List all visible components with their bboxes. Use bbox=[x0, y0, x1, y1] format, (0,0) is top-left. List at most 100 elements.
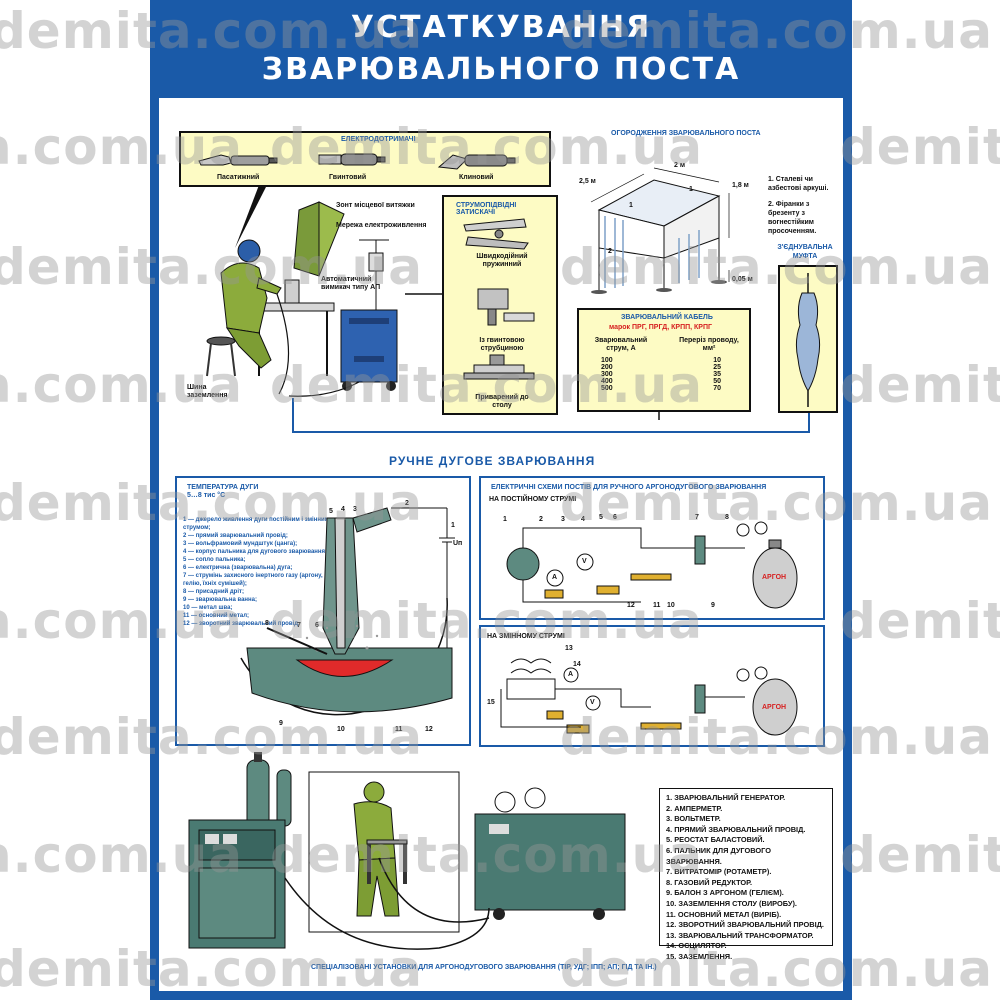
poster-content: ЕЛЕКТРОДОТРИМАЧІ bbox=[159, 98, 843, 991]
cable-panel: ЗВАРЮВАЛЬНИЙ КАБЕЛЬ марок ПРГ, ПРГД, КРП… bbox=[577, 308, 751, 412]
holders-title: ЕЛЕКТРОДОТРИМАЧІ bbox=[341, 136, 416, 143]
arc-num-4: 4 bbox=[341, 506, 345, 513]
fence-title: ОГОРОДЖЕННЯ ЗВАРЮВАЛЬНОГО ПОСТА bbox=[611, 130, 761, 137]
clamp-label-welded: Приварений до столу bbox=[475, 394, 529, 409]
schemes-title: ЕЛЕКТРИЧНІ СХЕМИ ПОСТІВ ДЛЯ РУЧНОГО АРГО… bbox=[491, 484, 767, 491]
cable-cell: 10 bbox=[713, 357, 721, 364]
arc-panel: ТЕМПЕРАТУРА ДУГИ 5…8 тис °С 1 — джерело … bbox=[175, 476, 471, 746]
dc-num-11: 11 bbox=[653, 602, 661, 609]
poster-frame: УСТАТКУВАННЯ ЗВАРЮВАЛЬНОГО ПОСТА ЕЛЕКТРО… bbox=[150, 0, 852, 1000]
ac-scheme-panel: НА ЗМІННОМУ СТРУМІ АРГОН A V bbox=[479, 625, 825, 747]
dc-voltmeter-label: V bbox=[582, 558, 587, 565]
dc-num-3: 3 bbox=[561, 516, 565, 523]
welded-clamp-icon bbox=[463, 354, 535, 380]
network-label: Мережа електроживлення bbox=[336, 222, 427, 229]
arc-legend-item: 9 — зварювальна ванна; bbox=[183, 597, 257, 603]
list-item: 8. ГАЗОВИЙ РЕДУКТОР. bbox=[666, 877, 753, 887]
screw-holder-icon bbox=[318, 153, 386, 166]
fence-mark-1b: 1 bbox=[689, 186, 693, 193]
arc-num-3: 3 bbox=[353, 506, 357, 513]
ac-argon-label: АРГОН bbox=[762, 704, 787, 711]
cable-cell: 400 bbox=[601, 378, 613, 385]
fence-dim-gap: 0,05 м bbox=[732, 276, 753, 283]
ac-voltmeter-label: V bbox=[590, 699, 595, 706]
dc-scheme-drawing bbox=[506, 521, 798, 609]
spring-clamp-icon bbox=[463, 218, 529, 250]
dc-num-6: 6 bbox=[613, 514, 617, 521]
cable-col2: Переріз проводу, мм² bbox=[679, 337, 739, 352]
fence-dim-depth: 2,5 м bbox=[579, 178, 596, 185]
fence-dim-height: 1,8 м bbox=[732, 182, 749, 189]
arc-subtitle: 5…8 тис °С bbox=[187, 492, 226, 499]
arc-legend-item: 2 — прямий зварювальний провід; bbox=[183, 533, 288, 539]
fence-note-2: 2. Фіранки з брезенту з вогнестійким про… bbox=[768, 201, 817, 235]
clamp-label-spring: Швидкодійний пружинний bbox=[476, 253, 528, 268]
arc-num-6: 6 bbox=[315, 622, 319, 629]
welding-station-drawing bbox=[206, 185, 810, 433]
list-item: 4. ПРЯМИЙ ЗВАРЮВАЛЬНИЙ ПРОВІД. bbox=[666, 824, 806, 834]
cable-brands: марок ПРГ, ПРГД, КРПП, КРПГ bbox=[609, 324, 712, 331]
torch-diagram bbox=[240, 507, 455, 716]
list-item: 11. ОСНОВНИЙ МЕТАЛ (ВИРІБ). bbox=[666, 909, 782, 919]
pliers-holder-icon bbox=[198, 154, 278, 166]
list-item: 14. ОСЦИЛЯТОР. bbox=[666, 941, 727, 951]
dc-num-10: 10 bbox=[667, 602, 675, 609]
holder-label-screw: Гвинтовий bbox=[329, 174, 367, 181]
arc-legend-item: 7 — струмінь захисного інертного газу (а… bbox=[183, 573, 323, 587]
fence-note-1: 1. Сталеві чи азбестові аркуші. bbox=[768, 176, 829, 192]
screw-clamp-icon bbox=[477, 288, 535, 326]
cable-cell: 100 bbox=[601, 357, 613, 364]
cable-brands-prefix: марок bbox=[609, 324, 631, 331]
fence-dim-width: 2 м bbox=[674, 162, 686, 169]
ac-num-13: 13 bbox=[565, 645, 573, 652]
coupling-panel bbox=[778, 265, 838, 413]
holder-label-wedge: Клиновий bbox=[459, 174, 494, 181]
arc-legend-item: 4 — корпус пальника для дугового зварюва… bbox=[183, 549, 328, 555]
list-item: 1. ЗВАРЮВАЛЬНИЙ ГЕНЕРАТОР. bbox=[666, 793, 786, 802]
ground-bus-label: Шина заземлення bbox=[187, 384, 228, 399]
clamps-title: СТРУМОПІДВІДНІ ЗАТИСКАЧІ bbox=[456, 202, 517, 216]
ac-ammeter-label: A bbox=[568, 671, 574, 678]
fence-mark-2: 2 bbox=[608, 248, 612, 255]
list-item: 3. ВОЛЬТМЕТР. bbox=[666, 814, 721, 824]
dc-num-4: 4 bbox=[581, 516, 585, 523]
arc-num-7: 7 bbox=[297, 622, 301, 629]
ac-num-15: 15 bbox=[487, 699, 495, 706]
list-item: 9. БАЛОН З АРГОНОМ (ГЕЛІЄМ). bbox=[666, 888, 784, 898]
ac-num-14: 14 bbox=[573, 661, 581, 668]
cable-cell: 25 bbox=[713, 364, 721, 371]
list-item: 15. ЗАЗЕМЛЕННЯ. bbox=[666, 951, 733, 961]
arc-legend-item: 1 — джерело живлення дуги постійним і зм… bbox=[183, 517, 330, 531]
arc-num-12: 12 bbox=[425, 726, 433, 733]
coupling-icon bbox=[795, 273, 821, 407]
arc-num-9: 9 bbox=[279, 720, 283, 727]
clamps-drawing bbox=[463, 218, 535, 380]
dc-argon-label: АРГОН bbox=[762, 574, 787, 581]
fence-mark-1a: 1 bbox=[629, 202, 633, 209]
cable-title: ЗВАРЮВАЛЬНИЙ КАБЕЛЬ bbox=[621, 314, 713, 321]
poster-header: УСТАТКУВАННЯ ЗВАРЮВАЛЬНОГО ПОСТА bbox=[150, 0, 852, 98]
cable-cell: 300 bbox=[601, 371, 613, 378]
arc-legend-item: 3 — вольфрамовий мундштук (цанга); bbox=[183, 541, 298, 547]
footer-caption: СПЕЦІАЛІЗОВАНІ УСТАНОВКИ ДЛЯ АРГОНОДУГОВ… bbox=[311, 964, 657, 971]
hood-label: Зонт місцевої витяжки bbox=[336, 202, 415, 209]
table-row: 200 25 bbox=[601, 364, 721, 371]
watermark-text: demita.com.ua bbox=[840, 826, 1000, 884]
dc-num-9: 9 bbox=[711, 602, 715, 609]
arc-legend-item: 10 — метал шва; bbox=[183, 605, 233, 611]
coupling-title: З'ЄДНУВАЛЬНА МУФТА bbox=[777, 244, 833, 260]
cable-brands-list: ПРГ, ПРГД, КРПП, КРПГ bbox=[632, 324, 712, 331]
wedge-holder-icon bbox=[437, 154, 516, 170]
list-item: 2. АМПЕРМЕТР. bbox=[666, 803, 723, 813]
list-item: 12. ЗВОРОТНИЙ ЗВАРЮВАЛЬНИЙ ПРОВІД. bbox=[666, 920, 824, 930]
arc-num-8: 8 bbox=[265, 620, 269, 627]
electrode-holders-panel: ЕЛЕКТРОДОТРИМАЧІ bbox=[179, 131, 551, 187]
arc-legend: 1 — джерело живлення дуги постійним і зм… bbox=[183, 516, 333, 628]
ac-scheme-title: НА ЗМІННОМУ СТРУМІ bbox=[487, 633, 565, 640]
arc-num-2: 2 bbox=[405, 500, 409, 507]
arc-num-1: 1 bbox=[451, 522, 455, 529]
arc-legend-item: 11 — основний метал; bbox=[183, 613, 250, 619]
cable-cell: 200 bbox=[601, 364, 613, 371]
